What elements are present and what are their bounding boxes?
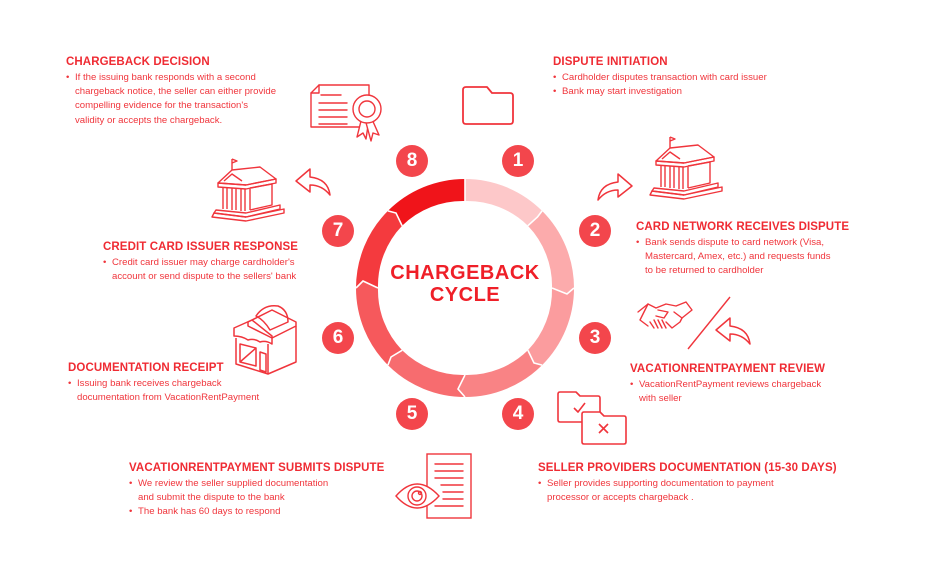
folder-icon (462, 86, 514, 125)
forward-arrow-icon (597, 173, 633, 201)
step-bullet: Cardholder disputes transaction with car… (553, 71, 767, 85)
center-title: CHARGEBACK CYCLE (365, 262, 565, 306)
step-bullet: The bank has 60 days to respond (129, 505, 384, 519)
ring-segment-8 (387, 178, 465, 226)
step-bullet: Issuing bank receives chargeback documen… (68, 377, 259, 405)
step-bullet: Seller provides supporting documentation… (538, 477, 837, 505)
ring-segments (355, 178, 574, 398)
ring-segment-1 (465, 178, 543, 226)
store-icon (233, 304, 297, 375)
step-title: DOCUMENTATION RECEIPT (68, 362, 224, 374)
step-number-8: 8 (396, 145, 428, 177)
step-title: CREDIT CARD ISSUER RESPONSE (103, 241, 299, 253)
return-arrow-icon (715, 317, 751, 345)
step-number-3: 3 (579, 322, 611, 354)
step-title: VACATIONRENTPAYMENT SUBMITS DISPUTE (129, 462, 385, 474)
ring-segment-6 (355, 281, 403, 366)
step-bullet: Credit card issuer may charge cardholder… (103, 256, 298, 284)
step-bullet: Bank sends dispute to card network (Visa… (636, 236, 849, 279)
center-title-line2: CYCLE (429, 284, 501, 306)
step-title: DISPUTE INITIATION (553, 56, 668, 68)
step-number-7: 7 (322, 215, 354, 247)
back-arrow-icon (295, 168, 331, 196)
step-3-vacationrentpayment-review: VACATIONRENTPAYMENT REVIEW VacationRentP… (630, 363, 825, 406)
step-number-1: 1 (502, 145, 534, 177)
step-title: VACATIONRENTPAYMENT REVIEW (630, 363, 826, 375)
step-number-2: 2 (579, 215, 611, 247)
ring-segment-3 (527, 288, 574, 366)
step-title: SELLER PROVIDERS DOCUMENTATION (15-30 DA… (538, 462, 837, 474)
document-review-eye-icon (395, 453, 472, 519)
ring-segment-4 (458, 350, 543, 397)
folders-accept-reject-icon (557, 391, 627, 445)
step-5-vacationrentpayment-submits-dispute: VACATIONRENTPAYMENT SUBMITS DISPUTE We r… (129, 462, 384, 520)
slash-divider (687, 296, 731, 350)
step-1-dispute-initiation: DISPUTE INITIATION Cardholder disputes t… (553, 56, 767, 100)
center-title-line1: CHARGEBACK (390, 262, 540, 284)
step-7-credit-card-issuer-response: CREDIT CARD ISSUER RESPONSE Credit card … (103, 241, 298, 284)
step-number-4: 4 (502, 398, 534, 430)
handshake-icon (637, 301, 693, 329)
step-bullet: If the issuing bank responds with a seco… (66, 71, 276, 128)
ring-segment-7 (355, 210, 403, 288)
step-title: CARD NETWORK RECEIVES DISPUTE (636, 221, 850, 233)
step-number-5: 5 (396, 398, 428, 430)
step-title: CHARGEBACK DECISION (66, 56, 210, 68)
step-bullet: VacationRentPayment reviews chargeback w… (630, 378, 825, 406)
ring-segment-2 (527, 210, 574, 294)
ring-segment-5 (387, 350, 465, 398)
bank-icon (211, 158, 285, 222)
certificate-icon (310, 84, 382, 142)
step-bullet: We review the seller supplied documentat… (129, 477, 384, 505)
bank-icon (649, 136, 723, 200)
step-8-chargeback-decision: CHARGEBACK DECISION If the issuing bank … (66, 56, 276, 128)
step-number-6: 6 (322, 322, 354, 354)
step-bullet: Bank may start investigation (553, 85, 767, 99)
step-6-documentation-receipt: DOCUMENTATION RECEIPT Issuing bank recei… (68, 362, 259, 405)
step-4-seller-provides-documentation: SELLER PROVIDERS DOCUMENTATION (15-30 DA… (538, 462, 837, 505)
step-2-card-network-receives-dispute: CARD NETWORK RECEIVES DISPUTE Bank sends… (636, 221, 849, 279)
